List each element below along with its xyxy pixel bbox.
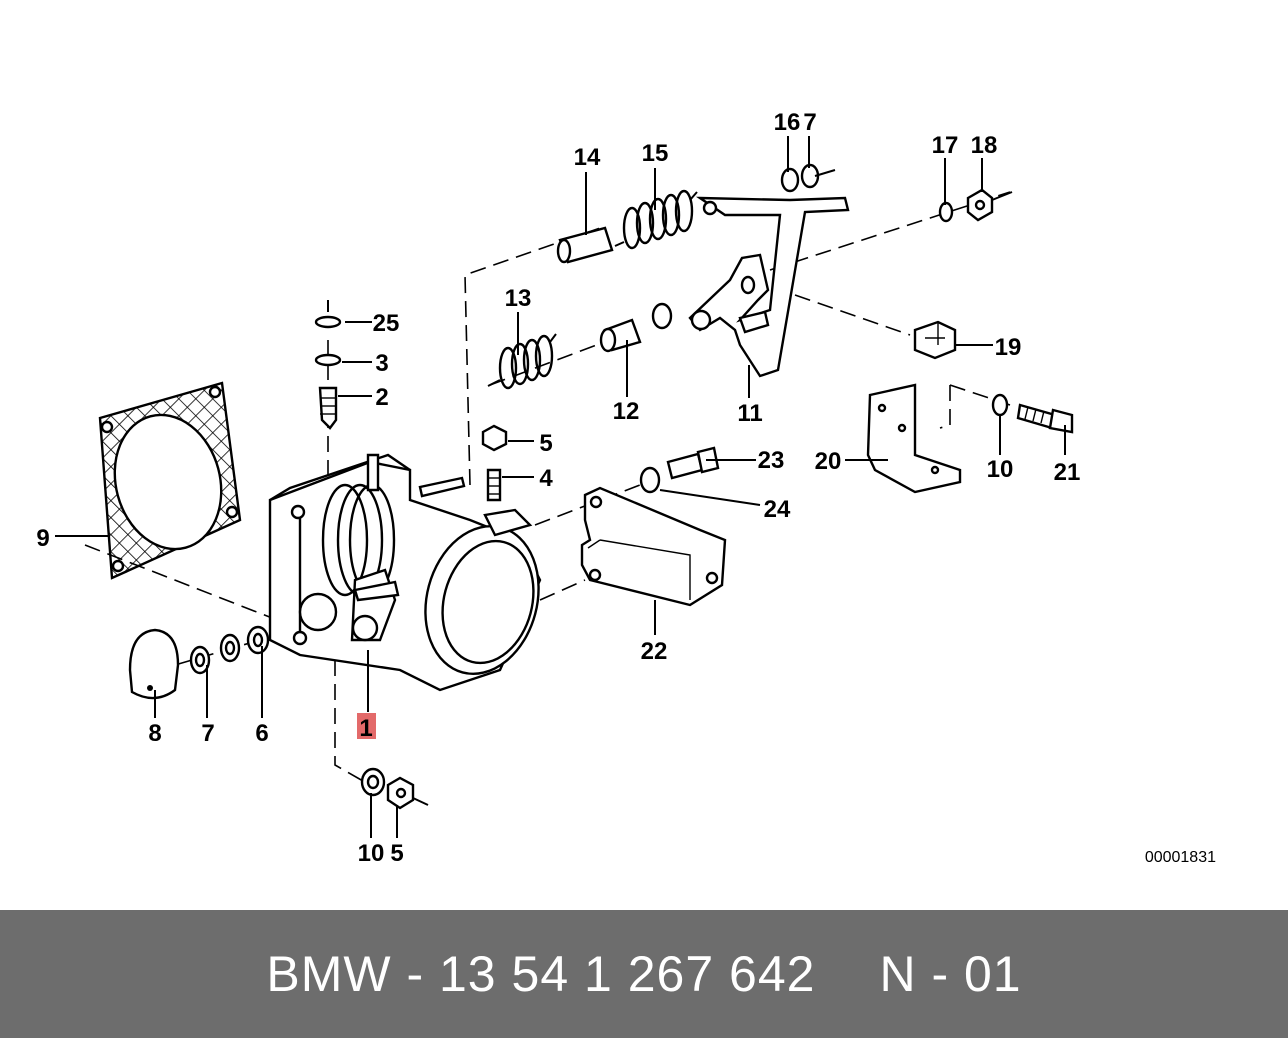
label-24: 24 (764, 496, 791, 523)
label-21: 21 (1054, 459, 1081, 486)
label-13: 13 (505, 285, 532, 312)
callout-labels: 1 2 3 4 5 5 6 7 7 8 9 10 10 11 12 13 14 … (36, 109, 1080, 867)
highlight-box (357, 713, 376, 739)
gasket-part (98, 381, 242, 580)
label-5-bottom: 5 (390, 840, 403, 867)
label-14: 14 (574, 144, 601, 171)
label-22: 22 (641, 638, 668, 665)
label-4: 4 (539, 465, 553, 492)
exploded-parts-diagram: 1 2 3 4 5 5 6 7 7 8 9 10 10 11 12 13 14 … (36, 109, 1216, 867)
label-10-bottom: 10 (358, 840, 385, 867)
drawing-code: 00001831 (1145, 849, 1216, 866)
variant-code: N - 01 (879, 946, 1022, 1002)
label-18: 18 (971, 132, 998, 159)
label-7-bottom: 7 (201, 720, 214, 747)
label-7-top: 7 (803, 109, 816, 136)
label-20: 20 (815, 448, 842, 475)
leader-lines (55, 136, 1066, 838)
label-10-right: 10 (987, 456, 1014, 483)
part-number-footer: BMW - 13 54 1 267 642 N - 01 (0, 910, 1288, 1038)
label-15: 15 (642, 140, 669, 167)
label-9: 9 (36, 525, 49, 552)
label-17: 17 (932, 132, 959, 159)
right-side-parts (580, 188, 1074, 607)
label-3: 3 (375, 350, 388, 377)
label-16: 16 (774, 109, 801, 136)
fastener-parts (128, 300, 720, 810)
spring-parts (487, 189, 698, 390)
label-6: 6 (255, 720, 268, 747)
label-11: 11 (737, 400, 762, 427)
label-19: 19 (995, 334, 1022, 361)
label-2: 2 (375, 384, 388, 411)
label-12: 12 (613, 398, 640, 425)
label-5-top: 5 (539, 430, 552, 457)
label-1: 1 (359, 715, 372, 742)
label-8: 8 (148, 720, 161, 747)
lever-bracket-part (688, 163, 850, 378)
label-25: 25 (373, 310, 400, 337)
label-23: 23 (758, 447, 785, 474)
throttle-body-part (268, 453, 542, 692)
part-number: BMW - 13 54 1 267 642 (266, 946, 816, 1002)
